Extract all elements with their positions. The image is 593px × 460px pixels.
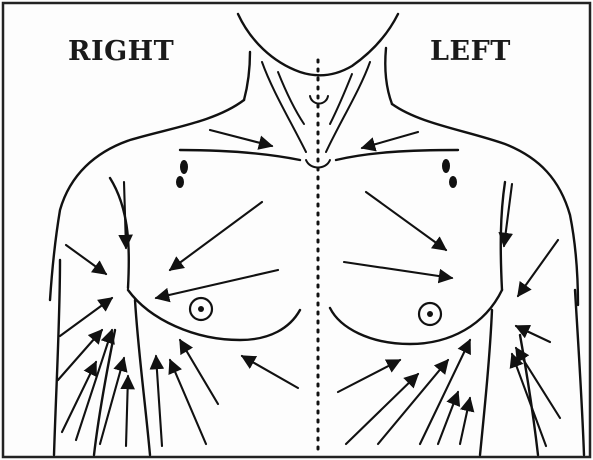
arrow xyxy=(344,262,452,278)
neck-right-side xyxy=(244,52,250,100)
chin-outline xyxy=(238,14,398,75)
torso-right-side xyxy=(135,300,150,455)
clavicle-left xyxy=(336,150,458,160)
arrow xyxy=(156,270,278,298)
nipple-left xyxy=(419,303,441,325)
nipple-right xyxy=(190,298,212,320)
arrow xyxy=(504,184,512,246)
torso-left-side xyxy=(480,310,492,455)
arm-left xyxy=(575,290,584,455)
arrow xyxy=(126,376,128,446)
shoulder-right xyxy=(50,100,244,300)
label-right-side: RIGHT xyxy=(68,36,174,67)
arrow xyxy=(124,182,126,248)
neck-muscle-left-inner xyxy=(330,74,352,124)
pectoral-left xyxy=(330,290,502,344)
arrow xyxy=(60,298,112,336)
arm-right xyxy=(54,260,60,455)
arm-right-inner xyxy=(94,330,115,455)
arrow xyxy=(366,192,446,250)
pectoral-right xyxy=(128,290,300,340)
arrow xyxy=(460,398,470,444)
node-mark-right xyxy=(176,160,188,188)
neck-muscle-right xyxy=(262,62,306,152)
arrow xyxy=(338,360,400,392)
arrow xyxy=(518,240,558,296)
arrow xyxy=(170,360,206,444)
label-left-side: LEFT xyxy=(430,36,511,67)
neck-muscle-right-inner xyxy=(278,72,304,124)
arrow xyxy=(242,356,298,388)
clavicle-right xyxy=(180,150,300,160)
arm-left-inner xyxy=(520,335,538,455)
arrow xyxy=(156,356,162,446)
arrow xyxy=(170,202,262,270)
arrow xyxy=(362,132,418,148)
shoulder-left xyxy=(392,104,578,305)
arrow xyxy=(100,358,124,444)
neck-left-side xyxy=(385,48,392,104)
neck-muscle-left xyxy=(326,62,370,152)
arrow xyxy=(210,130,272,146)
node-mark-left xyxy=(442,159,457,188)
arrow xyxy=(66,245,106,274)
arrow xyxy=(58,330,102,380)
